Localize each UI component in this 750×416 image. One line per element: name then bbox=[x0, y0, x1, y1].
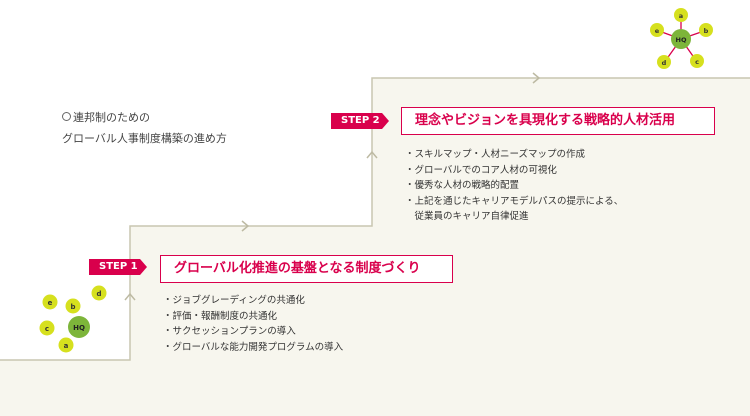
list-item: ・グローバルでのコア人材の可視化 bbox=[405, 164, 557, 176]
intro-text: 連邦制のための グローバル人事制度構築の進め方 bbox=[62, 107, 227, 149]
node-d: d bbox=[657, 55, 671, 69]
hub-label: HQ bbox=[73, 324, 85, 332]
node-label: c bbox=[695, 58, 699, 66]
circle-bullet-icon bbox=[62, 112, 71, 121]
stair-fill bbox=[0, 78, 750, 416]
list-item: ・グローバルな能力開発プログラムの導入 bbox=[163, 341, 344, 353]
arrow-right-icon bbox=[241, 220, 250, 232]
step2-tag: STEP 2 bbox=[331, 113, 389, 129]
node-hub: HQ bbox=[671, 29, 691, 49]
node-a: a bbox=[674, 8, 688, 22]
network-scattered: e b d c HQ a bbox=[39, 285, 107, 353]
node-b: b bbox=[65, 298, 81, 314]
node-label: a bbox=[679, 12, 683, 20]
node-e: e bbox=[42, 294, 58, 310]
intro-line-1: 連邦制のための bbox=[62, 107, 227, 128]
list-item: ・評価・報酬制度の共通化 bbox=[163, 310, 278, 322]
node-c: c bbox=[39, 320, 55, 336]
node-label: a bbox=[64, 342, 69, 350]
step1-list: ・ジョブグレーディングの共通化 ・評価・報酬制度の共通化 ・サクセッションプラン… bbox=[163, 293, 343, 355]
node-label: c bbox=[45, 325, 49, 333]
node-label: b bbox=[704, 27, 709, 35]
step1-tag: STEP 1 bbox=[89, 259, 147, 275]
node-label: d bbox=[96, 290, 101, 298]
list-item: ・ジョブグレーディングの共通化 bbox=[163, 295, 305, 306]
node-hub: HQ bbox=[68, 316, 90, 338]
step2-title: 理念やビジョンを具現化する戦略的人材活用 bbox=[401, 107, 715, 135]
step2-list: ・スキルマップ・人材ニーズマップの作成 ・グローバルでのコア人材の可視化 ・優秀… bbox=[405, 147, 623, 225]
node-label: e bbox=[48, 299, 53, 307]
node-a: a bbox=[58, 337, 74, 353]
list-item: ・優秀な人材の戦略的配置 bbox=[405, 180, 520, 191]
arrow-right-icon bbox=[532, 72, 541, 84]
node-label: b bbox=[70, 303, 75, 311]
step1-title: グローバル化推進の基盤となる制度づくり bbox=[160, 255, 453, 283]
node-label: d bbox=[662, 59, 667, 67]
list-item: ・サクセッションプランの導入 bbox=[163, 326, 296, 337]
node-b: b bbox=[699, 23, 713, 37]
arrow-up-icon bbox=[366, 150, 378, 159]
list-item: ・上記を通じたキャリアモデルパスの提示による、 bbox=[405, 195, 624, 207]
intro-line-2: グローバル人事制度構築の進め方 bbox=[62, 132, 227, 145]
list-item: 従業員のキャリア自律促進 bbox=[405, 211, 529, 222]
hub-label: HQ bbox=[676, 36, 687, 44]
list-item: ・スキルマップ・人材ニーズマップの作成 bbox=[405, 149, 586, 160]
stair-outline bbox=[0, 77, 750, 361]
node-label: e bbox=[655, 27, 660, 35]
network-hub-spoke: a b c d e HQ bbox=[650, 8, 713, 69]
node-e: e bbox=[650, 23, 664, 37]
node-d: d bbox=[91, 285, 107, 301]
node-c: c bbox=[690, 54, 704, 68]
arrow-up-icon bbox=[124, 292, 136, 301]
